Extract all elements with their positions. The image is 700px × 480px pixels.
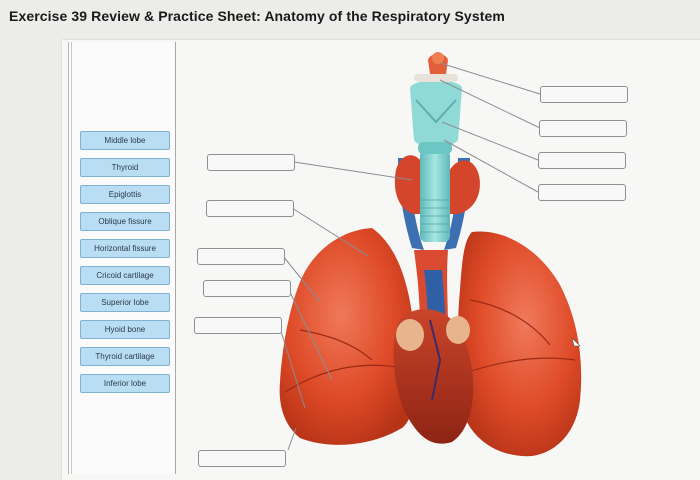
term-bank-divider [71, 42, 74, 474]
answer-blank-left-4[interactable] [203, 280, 291, 297]
worksheet-title: Exercise 39 Review & Practice Sheet: Ana… [9, 8, 505, 24]
answer-blank-left-5[interactable] [194, 317, 282, 334]
term-bank-panel [68, 42, 176, 474]
term-oblique-fissure[interactable]: Oblique fissure [80, 212, 170, 231]
answer-blank-left-3[interactable] [197, 248, 285, 265]
larynx [410, 80, 462, 148]
term-epiglottis[interactable]: Epiglottis [80, 185, 170, 204]
term-horizontal-fissure[interactable]: Horizontal fissure [80, 239, 170, 258]
term-thyroid-cartilage[interactable]: Thyroid cartilage [80, 347, 170, 366]
term-superior-lobe[interactable]: Superior lobe [80, 293, 170, 312]
mouse-cursor-icon [571, 337, 581, 347]
answer-blank-left-6[interactable] [198, 450, 286, 467]
answer-blank-left-2[interactable] [206, 200, 294, 217]
term-hyoid-bone[interactable]: Hyoid bone [80, 320, 170, 339]
answer-blank-right-4[interactable] [538, 184, 626, 201]
answer-blank-right-3[interactable] [538, 152, 626, 169]
answer-blank-left-1[interactable] [207, 154, 295, 171]
term-thyroid[interactable]: Thyroid [80, 158, 170, 177]
cricoid-cartilage [418, 142, 452, 154]
right-lung [458, 231, 582, 457]
answer-blank-right-2[interactable] [539, 120, 627, 137]
trachea [420, 150, 450, 242]
left-lung [279, 228, 416, 445]
term-cricoid-cartilage[interactable]: Cricoid cartilage [80, 266, 170, 285]
term-middle-lobe[interactable]: Middle lobe [80, 131, 170, 150]
hyoid-bone [414, 74, 458, 82]
term-inferior-lobe[interactable]: Inferior lobe [80, 374, 170, 393]
answer-blank-right-1[interactable] [540, 86, 628, 103]
